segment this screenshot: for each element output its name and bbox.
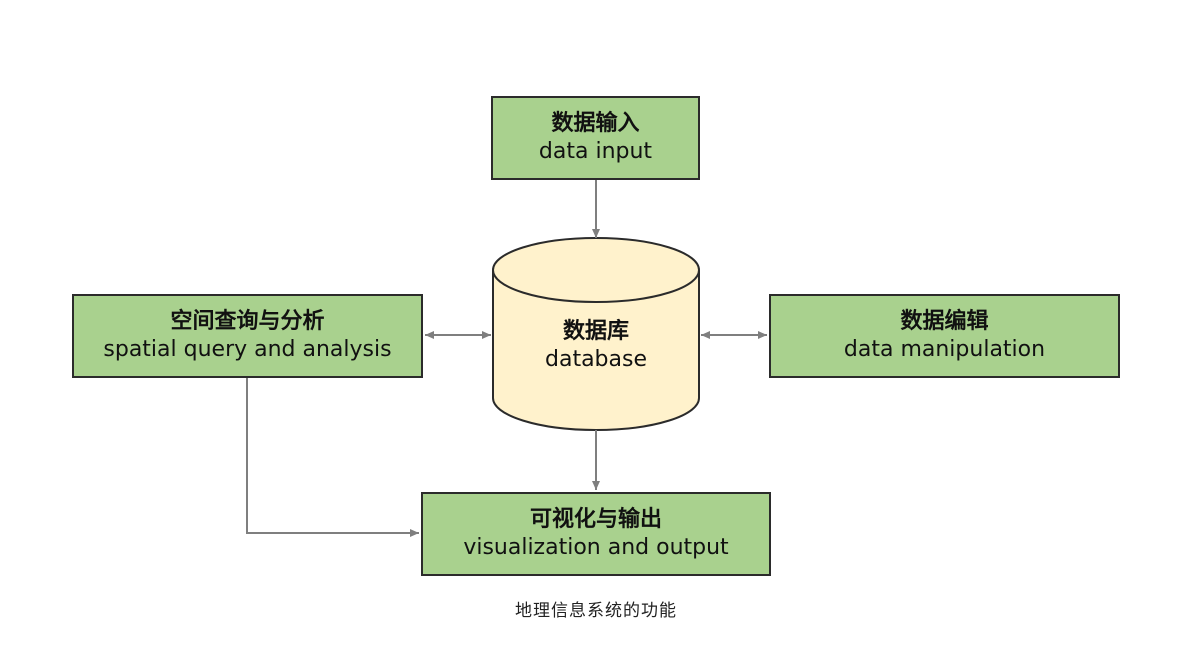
data-input-en: data input [538,139,653,164]
visualization-output-zh: 可视化与输出 [529,507,662,532]
data-manipulation-en: data manipulation [843,337,1046,362]
data-manipulation-box: 数据编辑 data manipulation [769,294,1120,378]
visualization-output-box: 可视化与输出 visualization and output [421,492,771,576]
database-en: database [545,347,647,372]
visualization-output-en: visualization and output [463,535,729,560]
database-label: 数据库 database [492,318,700,374]
spatial-query-box: 空间查询与分析 spatial query and analysis [72,294,423,378]
data-input-box: 数据输入 data input [491,96,700,180]
spatial-query-zh: 空间查询与分析 [170,309,325,334]
data-input-zh: 数据输入 [551,111,640,136]
database-zh: 数据库 [562,319,629,344]
arrow-query-to-output [246,378,419,537]
data-manipulation-zh: 数据编辑 [900,309,989,334]
spatial-query-en: spatial query and analysis [103,337,392,362]
figure-caption: 地理信息系统的功能 [515,601,677,621]
